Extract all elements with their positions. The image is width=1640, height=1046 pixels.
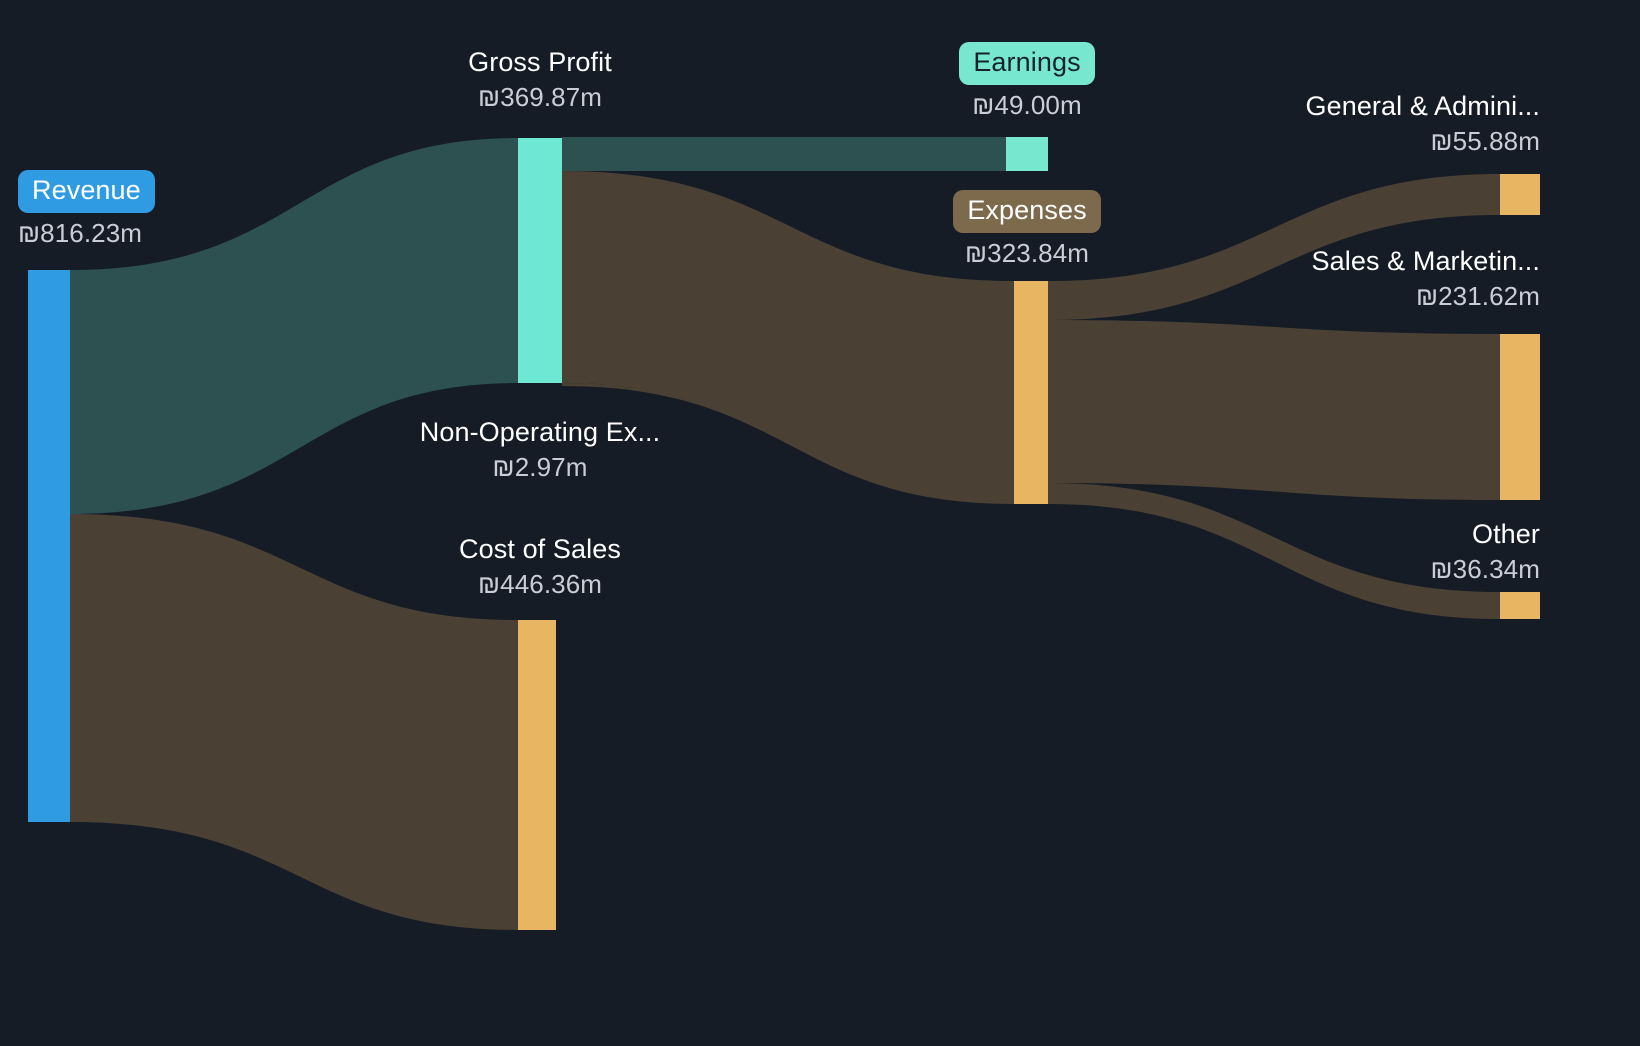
label-revenue-value: ₪816.23m	[18, 218, 143, 248]
node-expenses[interactable]	[1014, 281, 1048, 503]
sankey-links	[70, 137, 1500, 930]
label-gross-profit: Gross Profit ₪369.87m	[390, 48, 690, 111]
label-non-operating-value: ₪2.97m	[492, 451, 588, 482]
label-other-value: ₪36.34m	[1430, 553, 1540, 584]
node-revenue[interactable]	[28, 270, 70, 822]
node-gross-profit[interactable]	[518, 138, 562, 383]
label-general-admin-value: ₪55.88m	[1430, 125, 1540, 156]
link-revenue-cost-of-sales	[70, 514, 518, 930]
label-sales-marketing-value: ₪231.62m	[1415, 280, 1540, 311]
link-expenses-other	[1048, 483, 1500, 619]
label-expenses-name: Expenses	[877, 190, 1177, 233]
label-earnings: Earnings ₪49.00m	[877, 42, 1177, 120]
link-expenses-sales-marketing	[1048, 320, 1500, 500]
label-revenue-name: Revenue	[18, 170, 155, 213]
expenses-badge: Expenses	[953, 190, 1101, 233]
label-general-admin: General & Admini... ₪55.88m	[1140, 92, 1540, 155]
link-gross-profit-expenses	[562, 171, 1014, 501]
label-sales-marketing-name: Sales & Marketin...	[1311, 246, 1540, 276]
label-non-operating-name: Non-Operating Ex...	[419, 417, 661, 447]
node-earnings[interactable]	[1006, 137, 1048, 171]
label-sales-marketing: Sales & Marketin... ₪231.62m	[1140, 247, 1540, 310]
node-other[interactable]	[1500, 592, 1540, 619]
label-gross-profit-name: Gross Profit	[468, 47, 612, 77]
label-earnings-value: ₪49.00m	[972, 90, 1082, 120]
link-revenue-gross-profit	[70, 138, 518, 514]
label-cost-of-sales: Cost of Sales ₪446.36m	[390, 535, 690, 598]
sankey-nodes	[28, 137, 1540, 930]
link-expenses-general-admin	[1048, 174, 1500, 320]
label-cost-of-sales-name: Cost of Sales	[459, 534, 621, 564]
label-earnings-name: Earnings	[877, 42, 1177, 85]
label-gross-profit-value: ₪369.87m	[477, 81, 603, 112]
earnings-badge: Earnings	[959, 42, 1095, 85]
label-expenses-value: ₪323.84m	[964, 238, 1090, 268]
node-general-admin[interactable]	[1500, 174, 1540, 215]
node-cost-of-sales[interactable]	[518, 620, 556, 930]
label-other: Other ₪36.34m	[1140, 520, 1540, 583]
revenue-badge: Revenue	[18, 170, 155, 213]
label-expenses: Expenses ₪323.84m	[877, 190, 1177, 268]
link-gross-profit-non-operating	[562, 383, 1014, 504]
node-sales-marketing[interactable]	[1500, 334, 1540, 500]
label-other-name: Other	[1471, 519, 1540, 549]
label-revenue: Revenue ₪816.23m	[18, 170, 155, 248]
label-non-operating: Non-Operating Ex... ₪2.97m	[390, 418, 690, 481]
label-general-admin-name: General & Admini...	[1305, 91, 1540, 121]
node-non-operating[interactable]	[1014, 499, 1048, 504]
label-cost-of-sales-value: ₪446.36m	[477, 568, 603, 599]
link-gross-profit-earnings	[562, 137, 1006, 171]
